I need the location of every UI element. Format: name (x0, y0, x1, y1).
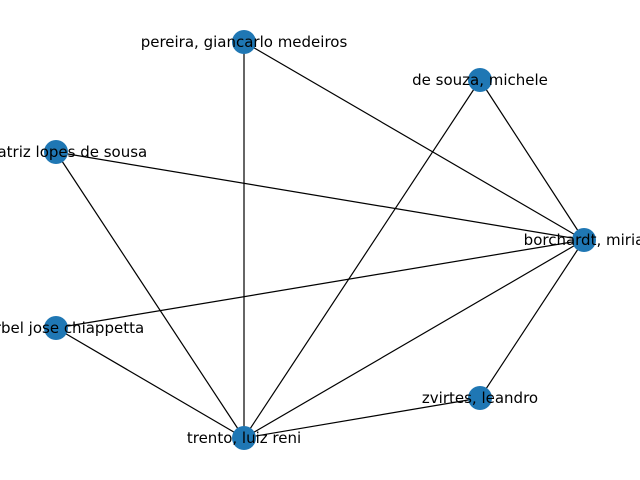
node-label-sousa: a beatriz lopes de sousa (0, 143, 147, 161)
node-label-pereira: pereira, giancarlo medeiros (141, 33, 348, 51)
edge-desouza-trento (243, 79, 481, 439)
node-sousa (44, 140, 68, 164)
edge-chiappetta-trento (55, 327, 245, 439)
node-label-desouza: de souza, michele (412, 71, 548, 89)
node-desouza (468, 68, 492, 92)
edges-layer (55, 41, 585, 439)
labels-layer: pereira, giancarlo medeiros de souza, mic… (0, 33, 640, 447)
node-label-borchardt: borchardt, miria (524, 231, 640, 249)
node-label-trento: trento, luiz reni (187, 429, 301, 447)
edge-zvirtes-trento (243, 397, 481, 439)
node-label-zvirtes: zvirtes, leandro (422, 389, 538, 407)
node-trento (232, 426, 256, 450)
edge-pereira-borchardt (243, 41, 585, 241)
node-chiappetta (44, 316, 68, 340)
edge-borchardt-trento (243, 239, 585, 439)
edge-desouza-borchardt (479, 79, 585, 241)
node-zvirtes (468, 386, 492, 410)
edge-sousa-borchardt (55, 151, 585, 241)
edge-borchardt-zvirtes (479, 239, 585, 399)
node-borchardt (572, 228, 596, 252)
edge-chiappetta-borchardt (55, 239, 585, 329)
node-label-chiappetta: charbel jose chiappetta (0, 319, 144, 337)
edge-sousa-trento (55, 151, 245, 439)
nodes-layer (44, 30, 596, 450)
node-pereira (232, 30, 256, 54)
